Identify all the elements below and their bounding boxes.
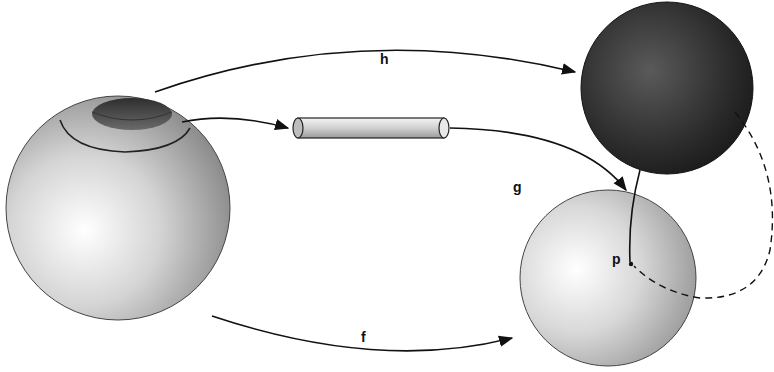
map-label: p [612,252,621,266]
map-label: h [380,52,389,66]
map-label: g [513,180,522,194]
map-label: f [361,330,366,344]
